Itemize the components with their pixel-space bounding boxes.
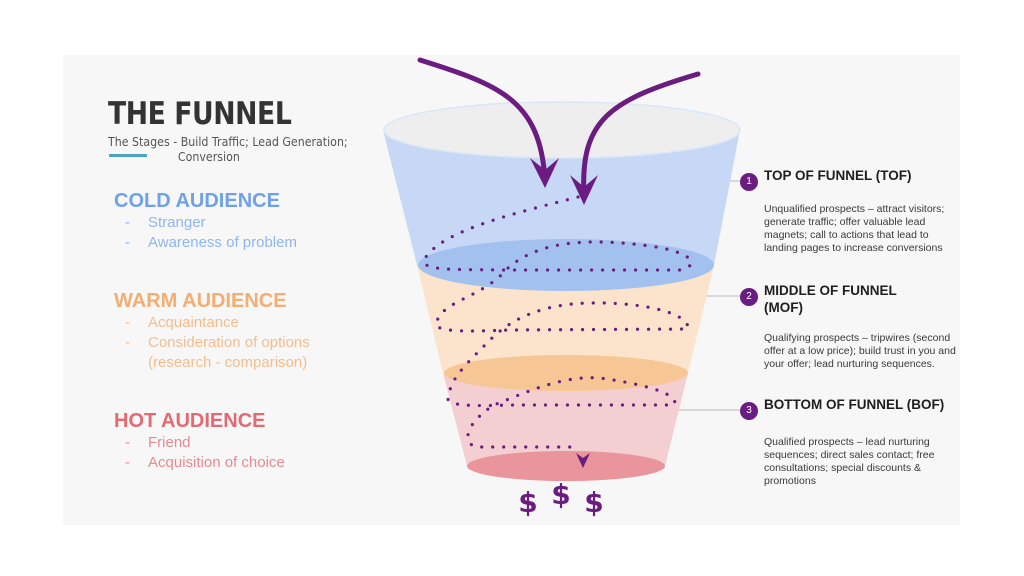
stage-number-badge: 1	[740, 173, 758, 191]
audience-title: HOT AUDIENCE	[114, 410, 266, 432]
traffic-arrow-left	[417, 57, 548, 183]
subtitle-line-2: Conversion	[177, 150, 240, 164]
audience-item-continued: (research - comparison)	[148, 354, 308, 371]
stage-title: BOTTOM OF FUNNEL (BOF)	[764, 397, 945, 412]
arrow-head-bottom	[576, 453, 590, 468]
arrow-head-left	[530, 158, 559, 188]
funnel-bottom-ellipse	[467, 451, 665, 481]
audience-cold: COLD AUDIENCE -Stranger -Awareness of pr…	[114, 189, 297, 253]
funnel-top-ellipse	[418, 239, 714, 291]
audience-title: WARM AUDIENCE	[114, 290, 287, 312]
audience-title: COLD AUDIENCE	[114, 190, 280, 212]
dollar-sign: $	[551, 478, 570, 511]
traffic-arrow-right	[581, 71, 701, 198]
stage-number-badge: 3	[740, 402, 758, 420]
page-title: THE FUNNEL	[108, 96, 292, 132]
arrow-head-right	[570, 175, 598, 205]
funnel-rim	[383, 101, 741, 159]
stage-description: Qualifying prospects – tripwires (second…	[764, 332, 956, 370]
audience-item: -Stranger	[125, 214, 206, 231]
subtitle-line-1: The Stages - Build Traffic; Lead Generat…	[108, 135, 348, 149]
audience-item: -Friend	[125, 434, 191, 451]
funnel-bottom-section	[443, 373, 688, 481]
audience-hot: HOT AUDIENCE -Friend -Acquisition of cho…	[114, 409, 285, 473]
page-subtitle: The Stages - Build Traffic; Lead Generat…	[108, 135, 375, 165]
funnel-middle-section	[417, 265, 714, 390]
funnel-middle-ellipse	[444, 355, 688, 391]
dotted-journey-path	[422, 195, 693, 449]
stage-description: Qualified prospects – lead nurturing seq…	[764, 436, 935, 487]
dollar-sign: $	[584, 486, 603, 519]
stage-title: TOP OF FUNNEL (TOF)	[764, 168, 912, 183]
title-underline	[109, 154, 147, 157]
audience-item: -Consideration of options	[125, 334, 310, 351]
audience-item: -Acquisition of choice	[125, 454, 285, 471]
audience-warm: WARM AUDIENCE -Acquaintance -Considerati…	[114, 289, 310, 373]
dollar-sign: $	[518, 486, 537, 519]
audience-item: -Acquaintance	[125, 314, 239, 331]
stage-number-badge: 2	[740, 288, 758, 306]
stage-title: MIDDLE OF FUNNEL (MOF)	[764, 283, 897, 315]
stage-description: Unqualified prospects – attract visitors…	[764, 203, 945, 254]
audience-item: -Awareness of problem	[125, 234, 297, 251]
